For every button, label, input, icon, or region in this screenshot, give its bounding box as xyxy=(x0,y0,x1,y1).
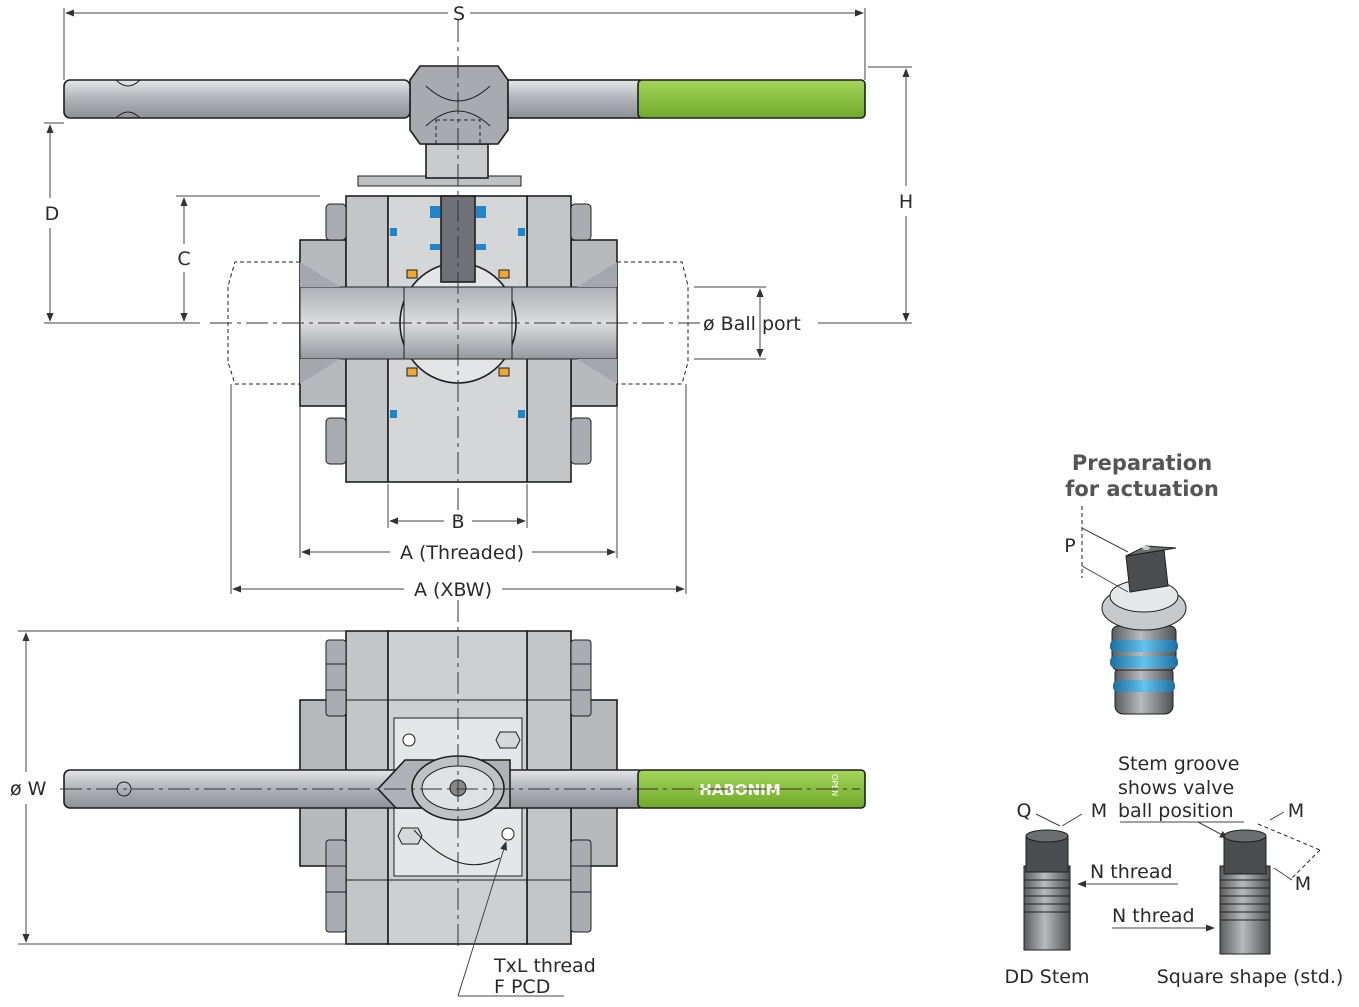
dim-M-label-sq-1: M xyxy=(1288,800,1304,822)
dim-A-threaded-label: A (Threaded) xyxy=(400,542,524,564)
bottom-dimensions: ø W TxL thread F PCD xyxy=(10,630,596,998)
handle-grip xyxy=(637,79,866,119)
bolt-head xyxy=(570,639,592,717)
bore-taper-right xyxy=(577,262,617,384)
handle-hole xyxy=(115,79,141,119)
bolt-head xyxy=(570,839,592,933)
xbw-end-right xyxy=(617,261,689,385)
actuation-square-stem xyxy=(1125,549,1169,593)
dim-S-label: S xyxy=(453,3,465,25)
valve-section-view xyxy=(63,20,866,520)
handle-bar-right xyxy=(507,79,641,119)
gland-nut xyxy=(425,143,489,179)
actuation-stem-seal xyxy=(1113,680,1175,692)
square-shape-caption: Square shape (std.) xyxy=(1157,966,1344,988)
dim-M-label-dd: M xyxy=(1091,800,1107,822)
bolt-head xyxy=(325,417,347,465)
mounting-nut xyxy=(495,731,521,749)
bolt-head xyxy=(325,203,347,241)
txl-thread-label: TxL thread xyxy=(493,955,596,977)
bore-taper-left xyxy=(300,262,340,384)
o-ring-seal xyxy=(390,228,397,236)
handle-bar xyxy=(63,79,411,119)
groove-line-1: Stem groove xyxy=(1118,753,1239,775)
travel-arc xyxy=(413,829,501,866)
n-thread-label-dd: N thread xyxy=(1090,861,1173,883)
dim-ballport-label: ø Ball port xyxy=(703,313,801,335)
actuation-square-top xyxy=(1125,545,1177,557)
stem-seal xyxy=(430,244,440,250)
dim-B-label: B xyxy=(451,511,464,533)
seat-seal xyxy=(498,367,510,377)
f-pcd-label: F PCD xyxy=(494,976,550,998)
actuation-stem-seal xyxy=(1110,640,1178,652)
seat-seal xyxy=(406,367,418,377)
dd-stem-body xyxy=(1023,865,1071,951)
dim-H-label: H xyxy=(899,191,913,213)
handle-hub xyxy=(409,65,509,145)
dim-C-label: C xyxy=(177,248,190,270)
bolt-head xyxy=(325,839,347,933)
square-stem-threads xyxy=(1220,879,1270,921)
dim-W-label: ø W xyxy=(10,778,47,800)
stem-seal xyxy=(476,206,486,218)
xbw-end-left xyxy=(227,261,300,385)
bolt-head xyxy=(570,203,592,241)
handle-brand: HABONIM xyxy=(699,781,780,799)
seat-seal xyxy=(406,269,418,279)
mounting-hole xyxy=(402,733,416,747)
stem-seal xyxy=(430,206,440,218)
square-stem-body xyxy=(1219,865,1271,955)
mounting-hole xyxy=(501,827,515,841)
dim-P-label: P xyxy=(1064,535,1075,557)
o-ring-seal xyxy=(390,410,397,418)
bolt-head xyxy=(325,639,347,717)
actuation-stem-seal xyxy=(1110,656,1178,668)
dim-A-xbw-label: A (XBW) xyxy=(414,579,492,601)
dim-M-label-sq-2: M xyxy=(1295,873,1311,895)
dim-Q-label: Q xyxy=(1017,800,1032,822)
groove-leader xyxy=(1197,821,1229,839)
actuation-title-2: for actuation xyxy=(1065,477,1219,501)
dd-stem-caption: DD Stem xyxy=(1004,966,1089,988)
o-ring-seal xyxy=(518,228,525,236)
handle-open-mark: OPEN xyxy=(830,774,839,796)
dd-stem-threads xyxy=(1024,879,1070,913)
stem-seal xyxy=(476,244,486,250)
groove-line-3: ball position xyxy=(1118,800,1234,822)
dim-D-label: D xyxy=(45,203,60,225)
txl-leader xyxy=(457,841,508,997)
n-thread-label-sq: N thread xyxy=(1112,905,1195,927)
seat-seal xyxy=(498,269,510,279)
groove-line-2: shows valve xyxy=(1118,777,1234,799)
actuation-detail: Preparation for actuation P Stem groove … xyxy=(1004,451,1343,988)
bolt-head xyxy=(570,417,592,465)
actuation-title-1: Preparation xyxy=(1072,451,1212,475)
valve-bottom-view: HABONIM OPEN xyxy=(60,600,866,950)
top-dimensions: S H D C ø Ball port B A (Threa xyxy=(44,3,913,601)
mounting-nut xyxy=(397,827,423,845)
o-ring-seal xyxy=(518,410,525,418)
